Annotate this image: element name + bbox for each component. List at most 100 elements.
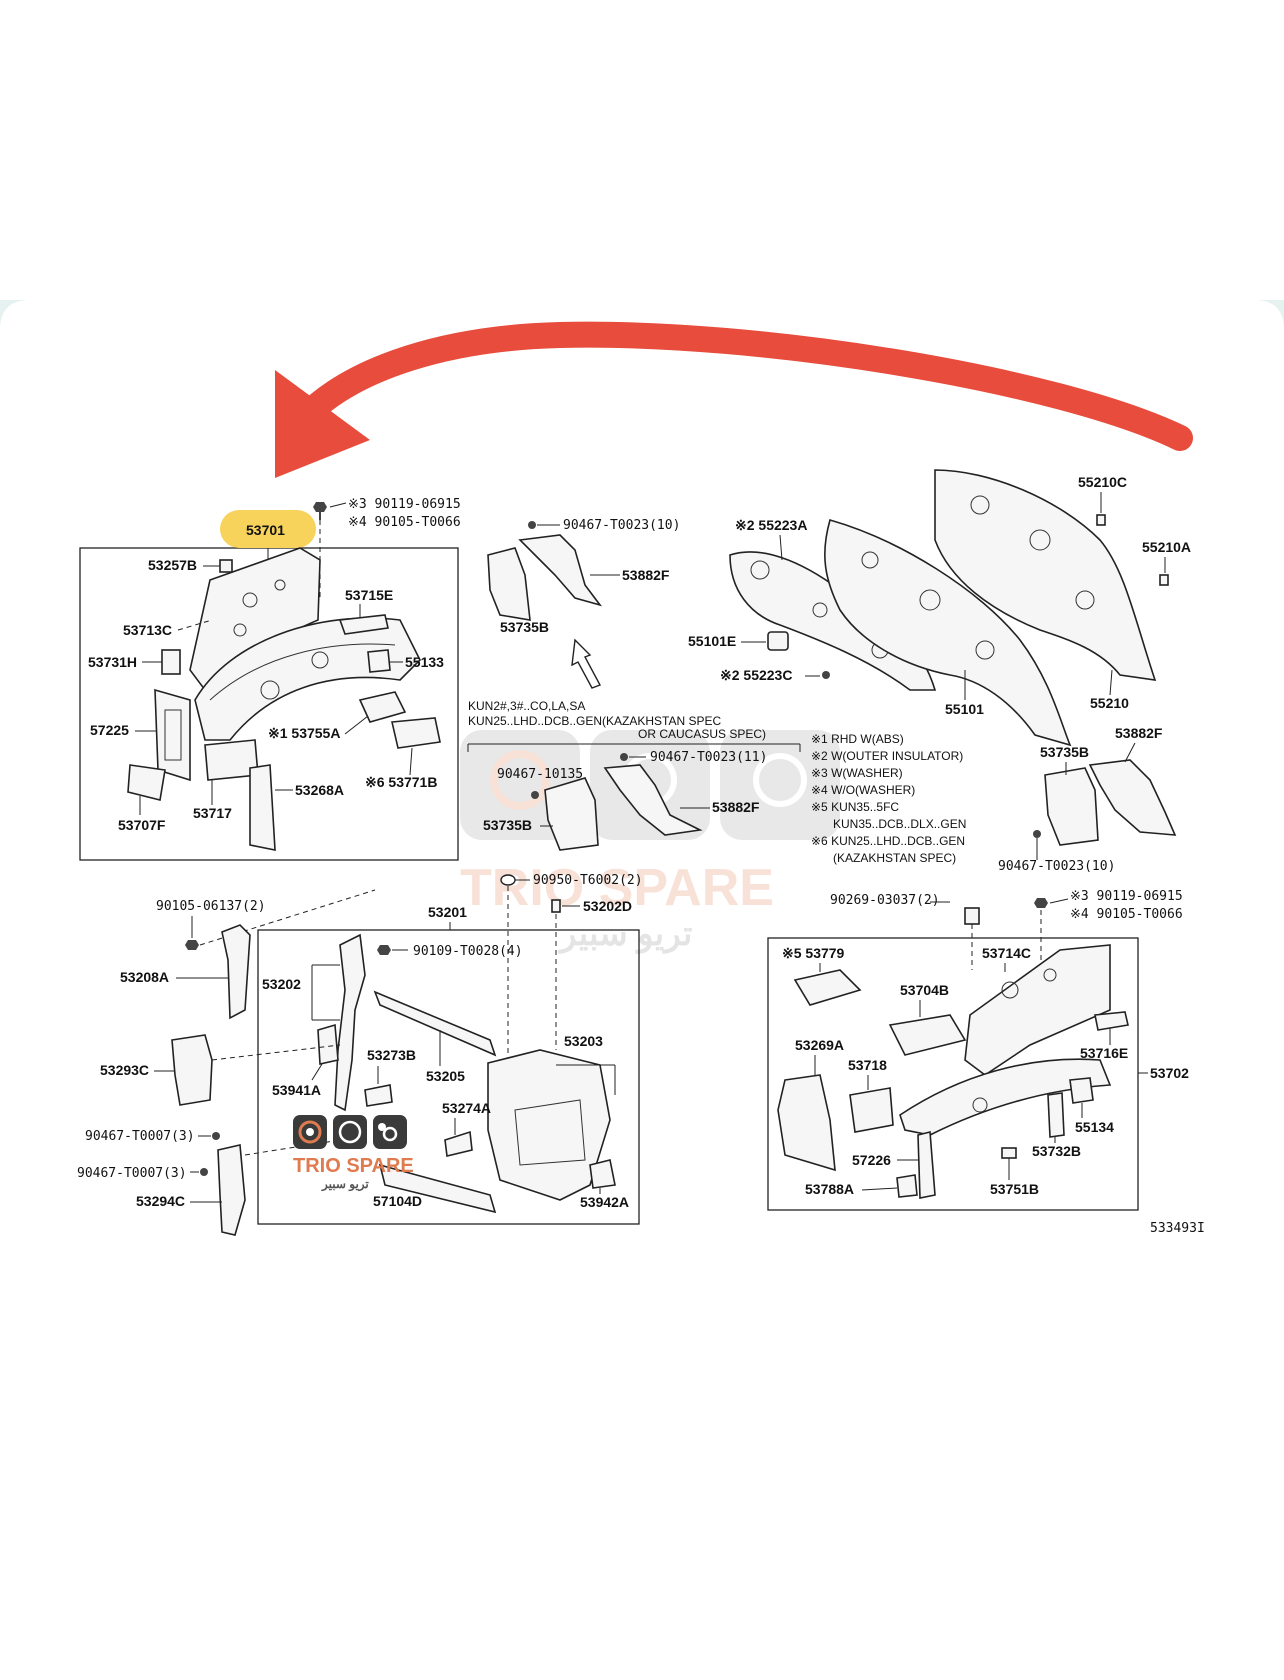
bracket-53732B	[1047, 1092, 1065, 1138]
group-53701: 53701 ※3 90119-06915 ※4 90105-T0066	[79, 497, 461, 861]
label-90467-T0023-10a: 90467-T0023(10)	[563, 518, 680, 533]
bracket-53941A	[317, 1023, 339, 1065]
bracket-53715E	[338, 614, 389, 635]
bolt-icon	[620, 753, 628, 761]
liner-53735B-a	[487, 547, 531, 621]
plug-55101E	[767, 631, 789, 651]
label-55210A: 55210A	[1142, 539, 1191, 555]
watermark-arabic: تريو سبير	[558, 915, 692, 954]
page-corner-tint-r	[1254, 300, 1284, 330]
note-6: KUN35..DCB..DLX..GEN	[833, 817, 966, 831]
liner-53882F-a	[518, 534, 603, 607]
label-53771B: ※6 53771B	[365, 774, 437, 790]
label-53882F-a: 53882F	[622, 567, 670, 583]
panel-55101	[824, 519, 1072, 747]
kun-line-2: KUN25..LHD..DCB..GEN(KAZAKHSTAN SPEC	[468, 714, 722, 728]
bolt-icon	[200, 1168, 208, 1176]
group-left-bottom: 90105-06137(2) 53208A 53293C 90467-T0007…	[77, 889, 376, 1236]
label-55210: 55210	[1090, 695, 1129, 711]
label-55101E: 55101E	[688, 633, 736, 649]
bolt-icon	[377, 945, 391, 955]
bolt-icon	[528, 521, 536, 529]
clip-53202D	[551, 899, 561, 913]
bolt-icon	[1033, 830, 1041, 838]
group-dash-panels: ※2 55223A 55101E ※2 55223C 55101 55210C …	[688, 469, 1191, 747]
liner-53735B-b	[544, 777, 599, 851]
bracket-55134	[1069, 1077, 1094, 1104]
spec-block: KUN2#,3#..CO,LA,SA KUN25..LHD..DCB..GEN(…	[467, 699, 801, 851]
bolt-icon	[212, 1132, 220, 1140]
label-53273B: 53273B	[367, 1047, 416, 1063]
bolt-icon	[185, 940, 199, 950]
label-53788A: 53788A	[805, 1181, 854, 1197]
label-53268A: 53268A	[295, 782, 344, 798]
group-53702: 53702 90269-03037(2) ※3 90119-06915 ※4 9…	[767, 889, 1189, 1211]
label-53713C: 53713C	[123, 622, 172, 638]
label-fast-top-3: ※3 90119-06915	[348, 497, 461, 512]
label-53735B-a: 53735B	[500, 619, 549, 635]
label-fast-r-4: ※4 90105-T0066	[1070, 907, 1183, 922]
notes-block: ※1 RHD W(ABS) ※2 W(OUTER INSULATOR) ※3 W…	[811, 732, 966, 865]
clip-55210A	[1159, 574, 1169, 586]
label-53293C: 53293C	[100, 1062, 149, 1078]
rail-57226	[917, 1130, 936, 1199]
liner-53735B-c	[1044, 767, 1099, 846]
red-arrow	[275, 321, 1193, 478]
bracket-53716E	[1094, 1011, 1129, 1031]
group-53702-box	[767, 937, 1139, 1211]
watermark-brand: TRIO SPARE	[460, 859, 774, 917]
label-53882F-b: 53882F	[712, 799, 760, 815]
label-53718: 53718	[848, 1057, 887, 1073]
label-53274A: 53274A	[442, 1100, 491, 1116]
logo-arabic: تريو سبير	[321, 1177, 369, 1192]
brace-53205	[373, 990, 497, 1057]
support-53202	[334, 933, 366, 1112]
label-53714C: 53714C	[982, 945, 1031, 961]
label-57104D: 57104D	[373, 1193, 422, 1209]
label-53779: ※5 53779	[782, 945, 845, 961]
group-right-liner: 53735B 53882F 90467-T0023(10)	[998, 725, 1177, 874]
label-57226: 57226	[852, 1152, 891, 1168]
label-53203: 53203	[564, 1033, 603, 1049]
bracket-53731H	[161, 649, 181, 675]
label-fast-r-3: ※3 90119-06915	[1070, 889, 1183, 904]
label-53942A: 53942A	[580, 1194, 629, 1210]
note-4: ※4 W/O(WASHER)	[811, 783, 915, 797]
label-90467-T0007-a: 90467-T0007(3)	[85, 1129, 195, 1144]
label-53716E: 53716E	[1080, 1045, 1128, 1061]
label-55134: 55134	[1075, 1119, 1114, 1135]
label-53201: 53201	[428, 904, 467, 920]
clip-55210C	[1096, 514, 1106, 526]
label-90467-10135: 90467-10135	[497, 767, 583, 782]
page-corner-tint-l	[0, 300, 30, 330]
group-53201-box	[257, 929, 640, 1225]
member-53203	[487, 1049, 611, 1201]
apron-53701-part	[189, 547, 421, 741]
rail-53268A	[249, 764, 276, 851]
bracket-53273B	[364, 1084, 393, 1107]
label-53735B-c: 53735B	[1040, 744, 1089, 760]
bolt-icon	[822, 671, 830, 679]
bracket-53707F	[127, 764, 166, 801]
bolt-icon	[531, 791, 539, 799]
label-55223C: ※2 55223C	[720, 667, 792, 683]
label-53715E: 53715E	[345, 587, 393, 603]
label-53882F-c: 53882F	[1115, 725, 1163, 741]
liner-53882F-b	[603, 764, 703, 836]
label-fast-top-4: ※4 90105-T0066	[348, 515, 461, 530]
label-57225: 57225	[90, 722, 129, 738]
label-90467-T0023-11: 90467-T0023(11)	[650, 750, 767, 765]
highlight-53701	[220, 510, 316, 548]
label-53701: 53701	[246, 522, 285, 538]
bracket-53755A	[358, 691, 407, 723]
label-55223A: ※2 55223A	[735, 517, 807, 533]
panel-53718	[849, 1087, 894, 1133]
label-53731H: 53731H	[88, 654, 137, 670]
label-53208A: 53208A	[120, 969, 169, 985]
bracket-53294C	[217, 1144, 246, 1236]
label-53269A: 53269A	[795, 1037, 844, 1053]
panel-53704B	[888, 1014, 967, 1056]
kun-line-1: KUN2#,3#..CO,LA,SA	[468, 699, 585, 713]
bolt-icon	[1034, 898, 1048, 908]
